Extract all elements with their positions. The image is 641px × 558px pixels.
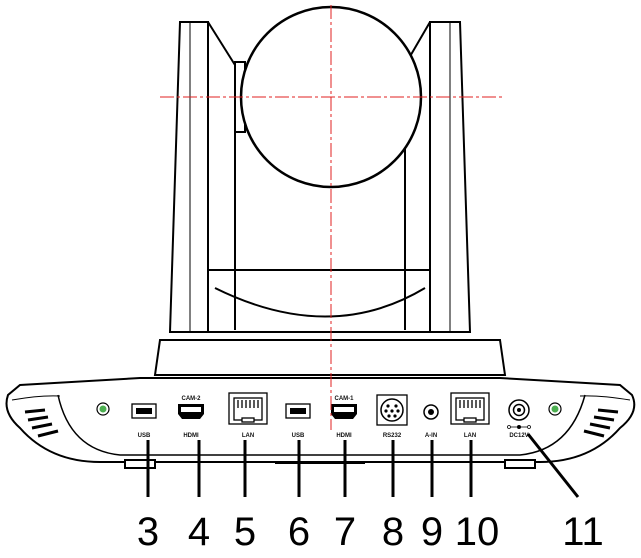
dc12v-power-jack-icon bbox=[507, 399, 531, 429]
callout-number: 8 bbox=[382, 510, 404, 553]
lan-port-1-icon bbox=[228, 392, 268, 425]
callout-number: 3 bbox=[137, 510, 159, 553]
callout-number: 7 bbox=[334, 510, 356, 553]
callout-number: 4 bbox=[188, 510, 210, 553]
port-label-usb-1: USB bbox=[138, 433, 151, 439]
usb-port-1-icon bbox=[131, 403, 157, 419]
callout-number: 10 bbox=[455, 510, 500, 553]
camera-head bbox=[153, 5, 507, 376]
port-group-label-cam1: CAM-1 bbox=[335, 396, 355, 402]
port-label-dc12v: DC12V bbox=[509, 433, 528, 439]
port-label-hdmi-1: HDMI bbox=[183, 433, 199, 439]
hdmi-port-cam1-icon bbox=[331, 404, 357, 419]
callout-number: 5 bbox=[234, 510, 256, 553]
port-label-lan-1: LAN bbox=[242, 433, 254, 439]
port-group-label-cam2: CAM-2 bbox=[182, 396, 202, 402]
screw-left-icon bbox=[96, 402, 110, 416]
port-label-usb-2: USB bbox=[292, 433, 305, 439]
port-label-rs232: RS232 bbox=[383, 433, 402, 439]
port-labels: USB CAM-2 HDMI LAN USB CAM-1 HDMI RS232 … bbox=[138, 396, 529, 439]
port-label-lan-2: LAN bbox=[464, 433, 476, 439]
rs232-port-icon bbox=[376, 394, 408, 426]
camera-base bbox=[5, 377, 636, 469]
port-label-hdmi-2: HDMI bbox=[336, 433, 352, 439]
center-lines bbox=[160, 5, 505, 430]
hdmi-port-cam2-icon bbox=[178, 404, 204, 419]
screw-right-icon bbox=[548, 402, 562, 416]
callout-number: 6 bbox=[288, 510, 310, 553]
audio-in-jack-icon bbox=[423, 404, 439, 420]
port-label-audio-in: A-IN bbox=[425, 433, 437, 439]
callout-leaders bbox=[146, 433, 580, 498]
callout-number: 9 bbox=[421, 510, 443, 553]
callout-numbers: 3 4 5 6 7 8 9 10 11 bbox=[137, 510, 604, 554]
lan-port-2-icon bbox=[450, 392, 490, 425]
usb-port-2-icon bbox=[285, 403, 311, 419]
callout-number: 11 bbox=[562, 510, 604, 553]
